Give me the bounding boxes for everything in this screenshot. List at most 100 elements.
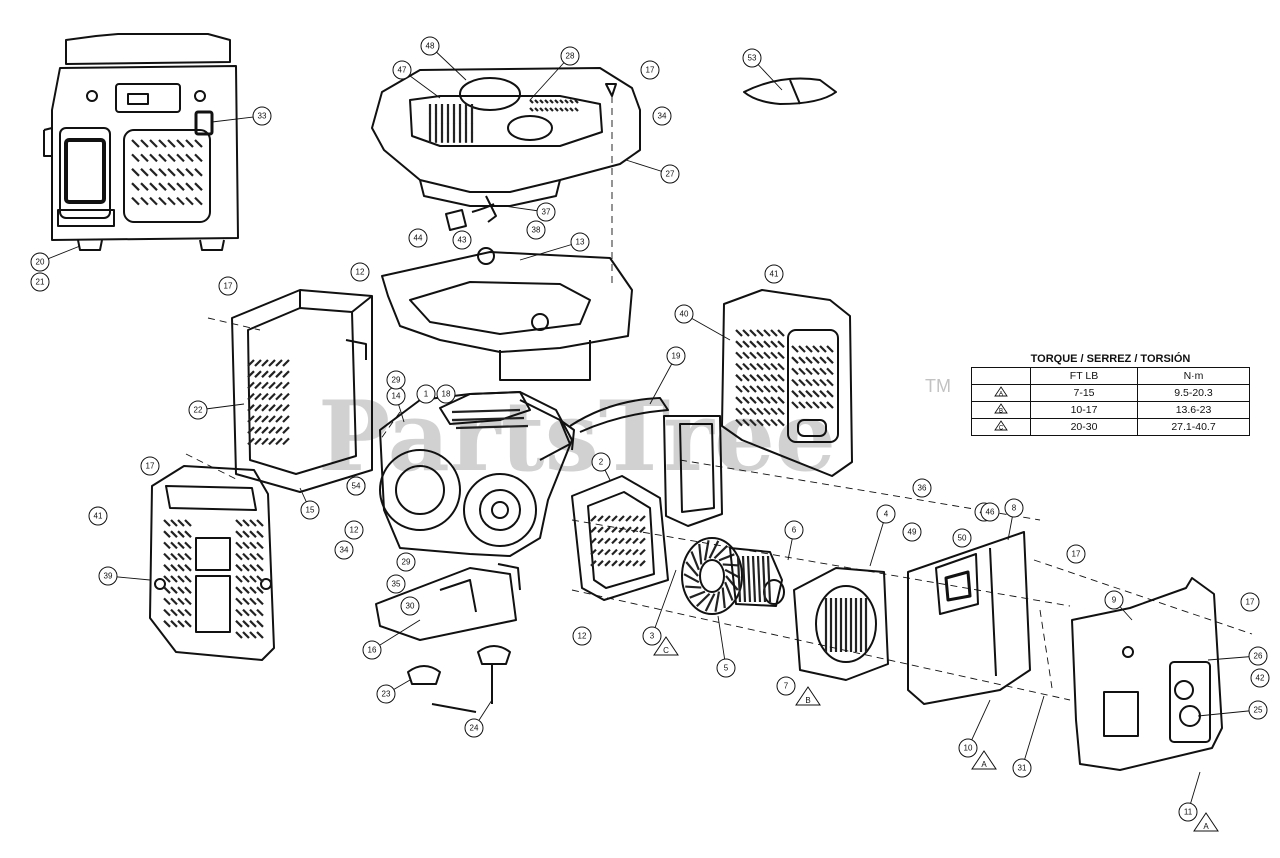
torque-nm-cell: 27.1-40.7 (1137, 418, 1250, 436)
svg-text:43: 43 (458, 236, 467, 245)
torque-header-ftlb: FT LB (1030, 367, 1138, 385)
svg-text:4: 4 (884, 510, 889, 519)
torque-mark-cell: A (971, 384, 1031, 402)
engine-mount (375, 563, 521, 641)
svg-text:17: 17 (1072, 550, 1081, 559)
inverter-bracket (907, 531, 1031, 705)
svg-text:29: 29 (392, 376, 401, 385)
torque-table-title: TORQUE / SERREZ / TORSIÓN (971, 351, 1250, 368)
callout-14: 14 (386, 386, 406, 406)
svg-text:50: 50 (958, 534, 967, 543)
svg-text:41: 41 (770, 270, 779, 279)
torque-row: A 7-15 9.5-20.3 (971, 384, 1250, 402)
svg-text:39: 39 (104, 572, 113, 581)
callout-41: 41 (764, 264, 784, 284)
torque-ftlb-cell: 20-30 (1030, 418, 1138, 436)
svg-text:44: 44 (414, 234, 423, 243)
rotor-windings (736, 555, 772, 603)
callout-12: 12 (344, 520, 364, 540)
rubber-feet (407, 645, 511, 713)
callout-35: 35 (386, 574, 406, 594)
svg-text:10: 10 (964, 744, 973, 753)
svg-text:33: 33 (258, 112, 267, 121)
callout-27: 27 (660, 164, 680, 184)
callout-10: 10 (958, 738, 978, 758)
callout-4: 4 (876, 504, 896, 524)
callout-21: 21 (30, 272, 50, 292)
svg-text:12: 12 (356, 268, 365, 277)
svg-text:37: 37 (542, 208, 551, 217)
callout-17: 17 (1066, 544, 1086, 564)
callout-49: 49 (902, 522, 922, 542)
callout-12: 12 (572, 626, 592, 646)
svg-text:11: 11 (1184, 808, 1193, 817)
callout-29: 29 (386, 370, 406, 390)
muffler (569, 397, 723, 527)
svg-text:34: 34 (658, 112, 667, 121)
callout-12: 12 (350, 262, 370, 282)
svg-text:9: 9 (1112, 596, 1117, 605)
callout-25: 25 (1248, 700, 1268, 720)
svg-text:13: 13 (576, 238, 585, 247)
svg-text:35: 35 (392, 580, 401, 589)
callout-9: 9 (1104, 590, 1124, 610)
callout-37: 37 (536, 202, 556, 222)
callout-46: 46 (980, 502, 1000, 522)
callout-5: 5 (716, 658, 736, 678)
callout-19: 19 (666, 346, 686, 366)
svg-text:B: B (999, 409, 1003, 415)
svg-text:42: 42 (1256, 674, 1265, 683)
svg-text:C: C (999, 426, 1004, 432)
svg-text:47: 47 (398, 66, 407, 75)
torque-mark-a: A (971, 750, 997, 770)
svg-text:14: 14 (392, 392, 401, 401)
stator-housing (793, 567, 889, 681)
callout-50: 50 (952, 528, 972, 548)
svg-text:16: 16 (368, 646, 377, 655)
callout-16: 16 (362, 640, 382, 660)
callout-6: 6 (784, 520, 804, 540)
callout-38: 38 (526, 220, 546, 240)
left-cover-grille (247, 359, 290, 446)
torque-mark-c: C (653, 636, 679, 656)
svg-text:6: 6 (792, 526, 797, 535)
fan-cover (571, 475, 669, 601)
torque-nm-cell: 9.5-20.3 (1137, 384, 1250, 402)
assembly-lines (185, 317, 1253, 701)
torque-mark-cell: B (971, 401, 1031, 419)
svg-text:15: 15 (306, 506, 315, 515)
callout-36: 36 (912, 478, 932, 498)
torque-header-mark (971, 367, 1031, 385)
callout-8: 8 (1004, 498, 1024, 518)
svg-text:12: 12 (578, 632, 587, 641)
callout-24: 24 (464, 718, 484, 738)
svg-text:17: 17 (224, 282, 233, 291)
svg-text:27: 27 (666, 170, 675, 179)
svg-text:38: 38 (532, 226, 541, 235)
callout-2: 2 (591, 452, 611, 472)
right-side-cover-control-panel (1071, 577, 1223, 771)
svg-text:8: 8 (1012, 504, 1017, 513)
callout-17: 17 (640, 60, 660, 80)
flywheel-fan (681, 537, 743, 615)
rear-panel (721, 289, 853, 477)
torque-mark-b: B (795, 686, 821, 706)
svg-text:B: B (805, 696, 810, 705)
callout-22: 22 (188, 400, 208, 420)
torque-table: TORQUE / SERREZ / TORSIÓN FT LB N·m A 7-… (971, 351, 1250, 436)
callout-3: 3 (642, 626, 662, 646)
svg-text:46: 46 (986, 508, 995, 517)
svg-text:1: 1 (424, 390, 429, 399)
svg-text:18: 18 (442, 390, 451, 399)
callout-11: 11 (1178, 802, 1198, 822)
stator-vents (824, 598, 868, 652)
left-side-cover (231, 289, 373, 493)
torque-ftlb-cell: 10-17 (1030, 401, 1138, 419)
svg-text:49: 49 (908, 528, 917, 537)
svg-text:C: C (663, 646, 669, 655)
svg-text:36: 36 (918, 484, 927, 493)
callout-48: 48 (420, 36, 440, 56)
svg-text:34: 34 (340, 546, 349, 555)
assembled-grille-hatch (131, 139, 203, 206)
